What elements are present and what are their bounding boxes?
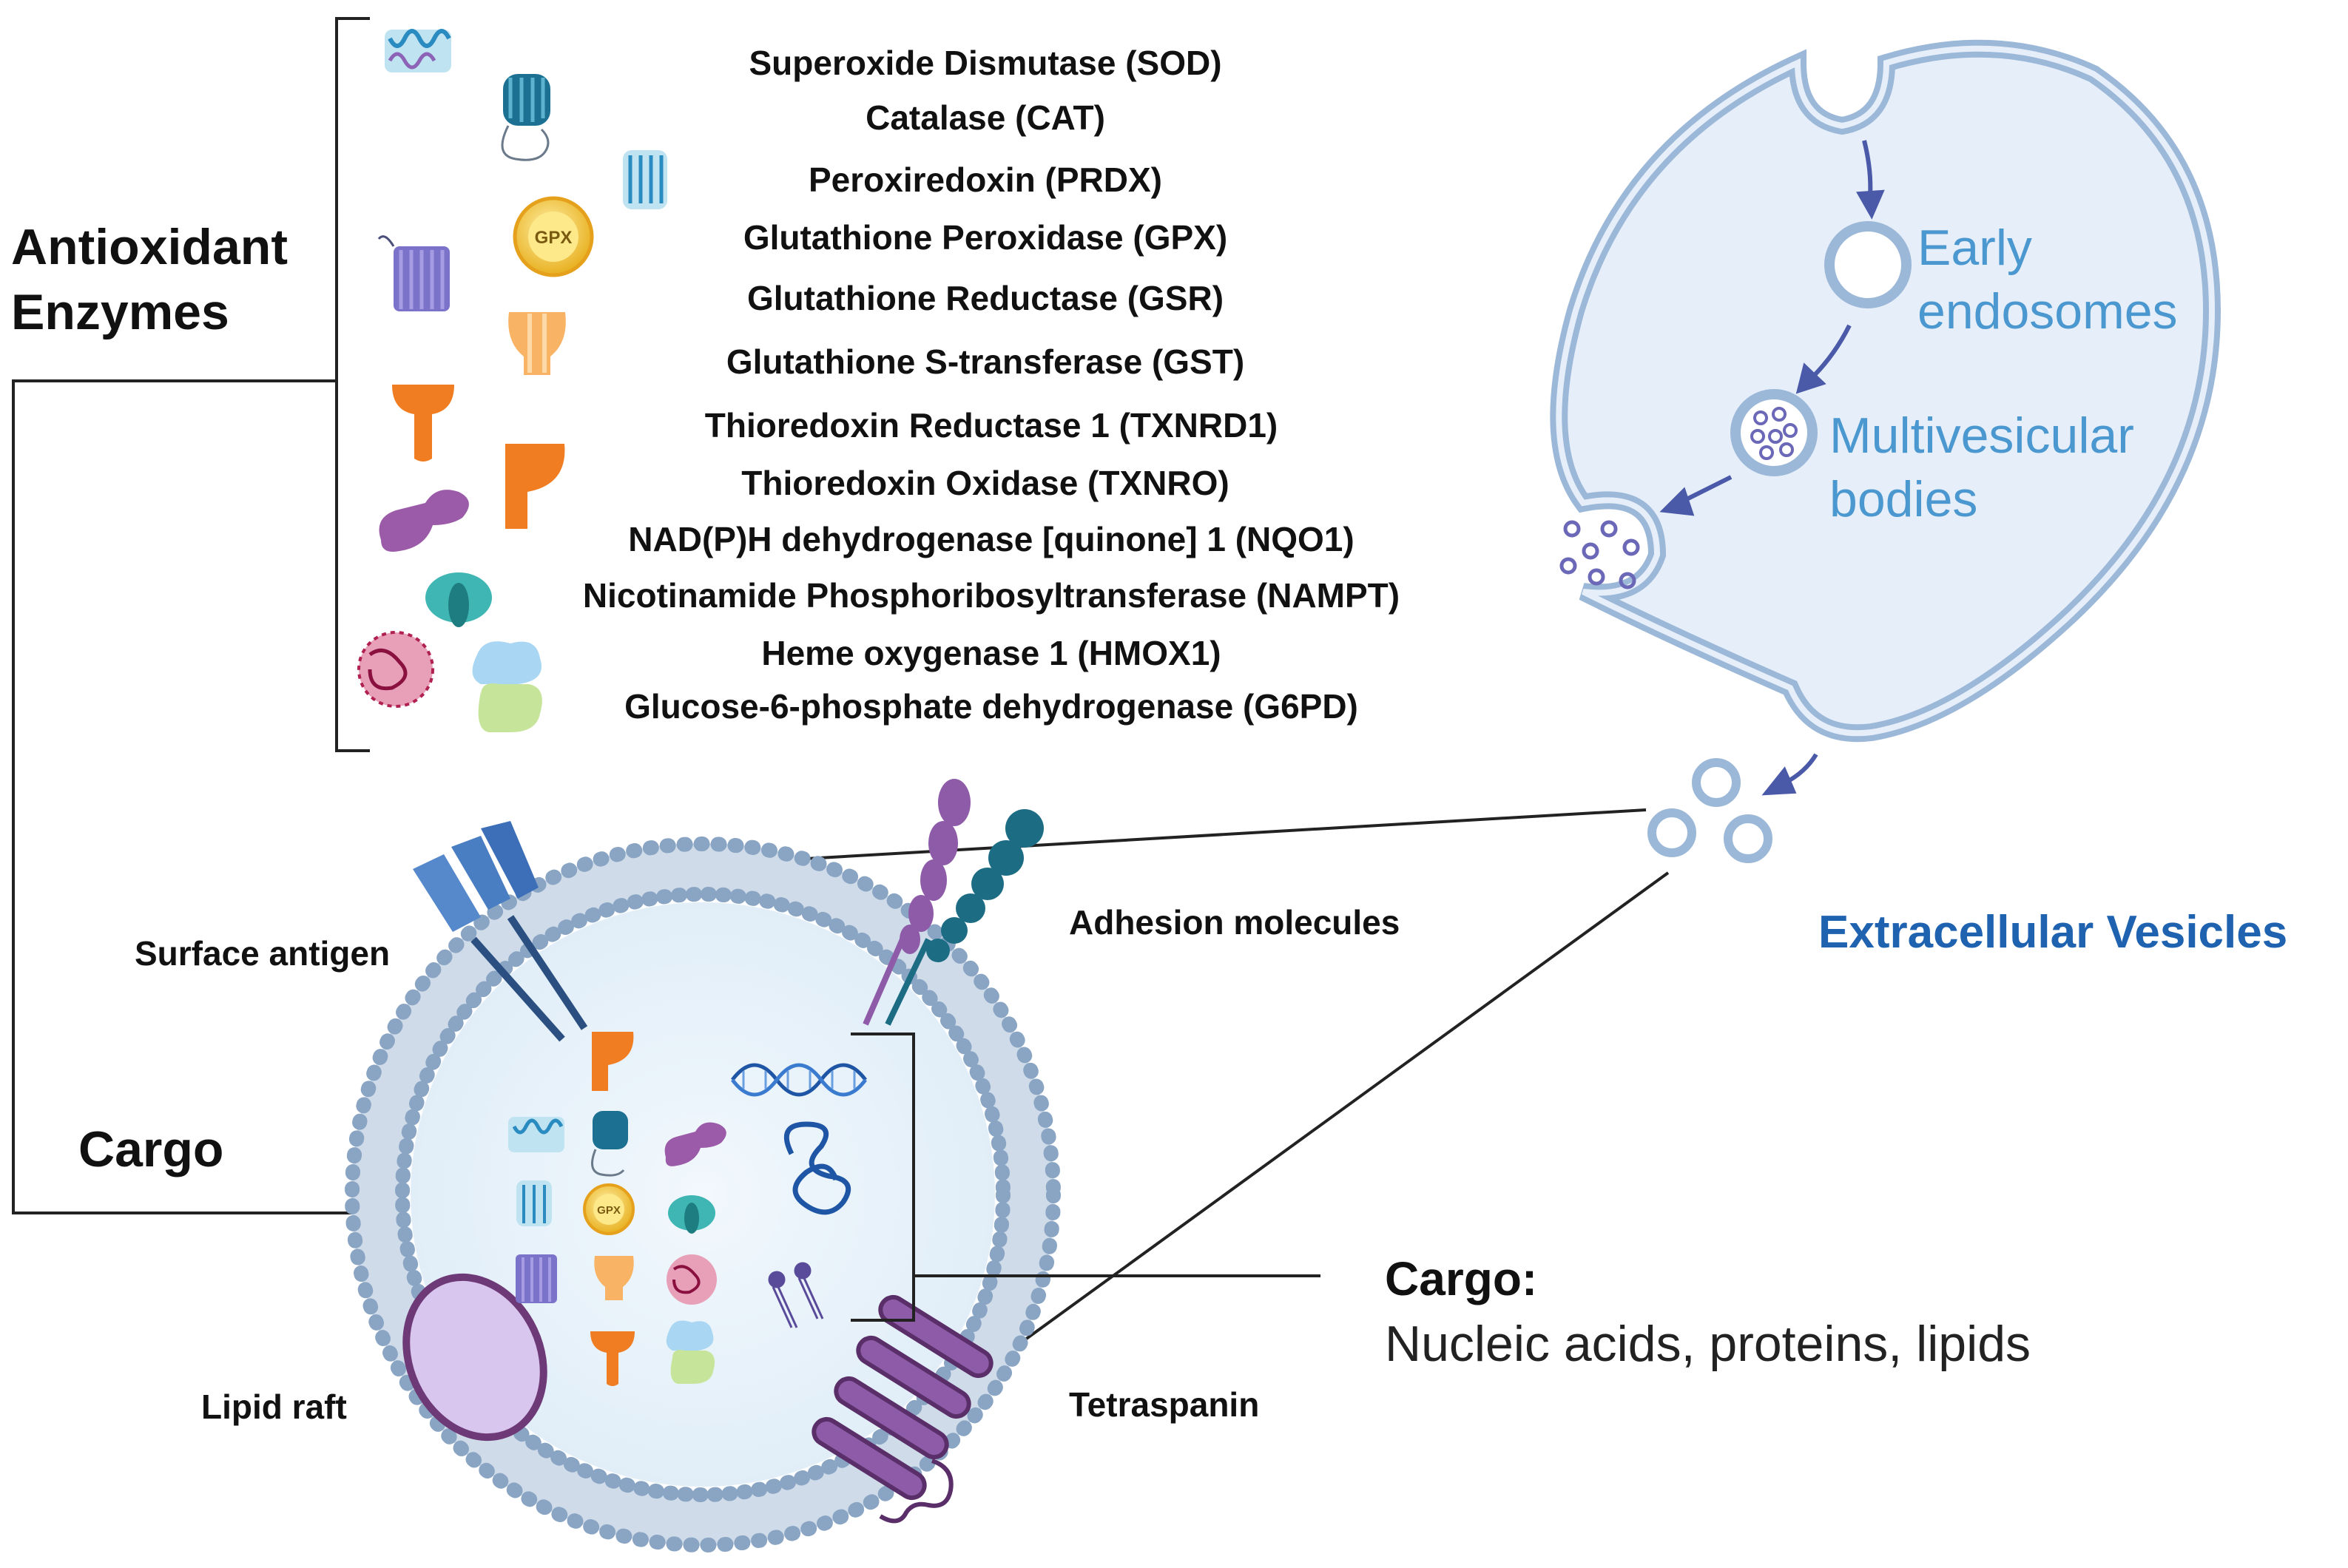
cargo-g6pd-icon — [666, 1320, 715, 1384]
lipid-raft-shape — [402, 1273, 547, 1442]
txnro-icon — [505, 444, 565, 529]
cargo-sod-icon — [508, 1117, 564, 1152]
early-endosomes-label: Early endosomes — [1917, 216, 2178, 343]
vesicle-cargo-icons: GPX — [508, 1032, 867, 1386]
cargo-dna-icon — [731, 1063, 867, 1097]
enzyme-label-gsr: Glutathione Reductase (GSR) — [746, 279, 1224, 317]
multivesicular-bodies-label: Multivesicular bodies — [1829, 404, 2134, 531]
tetraspanin-shape — [812, 1294, 993, 1524]
enzyme-label-txnro: Thioredoxin Oxidase (TXNRO) — [741, 464, 1229, 502]
multivesicular-bodies-line-2: bodies — [1829, 471, 1978, 527]
enzyme-label-hmox1: Heme oxygenase 1 (HMOX1) — [761, 634, 1221, 672]
released-exosomes-small — [1559, 520, 1640, 589]
cargo-note-text: Nucleic acids, proteins, lipids — [1385, 1316, 2031, 1372]
enzyme-bracket — [12, 17, 377, 1214]
early-endosomes-line-1: Early — [1917, 220, 2032, 276]
enzyme-label-sod: Superoxide Dismutase (SOD) — [749, 44, 1222, 82]
enzyme-label-gpx: Glutathione Peroxidase (GPX) — [743, 218, 1228, 257]
antioxidant-enzymes-heading: Antioxidant Enzymes — [11, 214, 288, 345]
cargo-gst-icon — [594, 1256, 634, 1300]
pathway-arrows — [1659, 140, 1885, 796]
vesicle-lipid-bilayer — [351, 843, 1054, 1546]
cargo-nqo1-icon — [664, 1122, 726, 1166]
enzyme-label-nqo1: NAD(P)H dehydrogenase [quinone] 1 (NQO1) — [628, 520, 1355, 558]
adhesion-molecules-label: Adhesion molecules — [1069, 903, 1400, 942]
gpx-icon-label: GPX — [535, 228, 573, 248]
nampt-icon — [425, 572, 492, 627]
catalase-icon — [501, 74, 550, 161]
extracellular-vesicles-title: Extracellular Vesicles — [1818, 907, 2288, 958]
cargo-nampt-icon — [668, 1195, 715, 1234]
early-endosome — [1824, 221, 1912, 308]
antioxidant-heading-line-2: Enzymes — [11, 284, 229, 340]
enzyme-label-cat: Catalase (CAT) — [866, 98, 1105, 137]
extracellular-vesicles-trio — [1647, 758, 1772, 863]
cargo-protein-coil-icon — [783, 1121, 851, 1215]
cargo-gpx-icon: GPX — [583, 1183, 635, 1235]
gst-icon — [508, 312, 566, 375]
multivesicular-bodies-line-1: Multivesicular — [1829, 408, 2134, 464]
cargo-hmox1-icon — [667, 1254, 717, 1305]
cargo-lipid-icon — [768, 1262, 824, 1328]
cargo-note-title: Cargo: — [1385, 1252, 1538, 1305]
enzyme-label-prdx: Peroxiredoxin (PRDX) — [809, 160, 1162, 199]
cargo-txnrd1-icon — [590, 1331, 635, 1386]
cargo-bracket — [851, 1033, 1320, 1322]
nqo1-icon — [379, 490, 469, 552]
cargo-heading: Cargo — [78, 1121, 224, 1177]
cargo-gpx-label: GPX — [597, 1204, 621, 1217]
cargo-txnro-icon — [592, 1032, 634, 1091]
surface-antigen-shape — [413, 821, 588, 1042]
extracellular-vesicle-zoom — [345, 837, 1061, 1552]
lipid-raft-label: Lipid raft — [201, 1388, 347, 1426]
multivesicular-body — [1730, 389, 1818, 476]
antioxidant-heading-line-1: Antioxidant — [11, 219, 288, 275]
tetraspanin-label: Tetraspanin — [1069, 1385, 1260, 1424]
surface-antigen-label: Surface antigen — [135, 934, 391, 973]
cargo-peroxiredoxin-icon — [516, 1180, 552, 1226]
parent-cell — [1550, 39, 2222, 743]
glutathione-reductase-icon — [377, 235, 450, 311]
g6pd-icon — [472, 641, 542, 732]
early-endosomes-line-2: endosomes — [1917, 283, 2178, 339]
adhesion-molecule-shape — [863, 779, 1044, 1026]
enzyme-label-g6pd: Glucose-6-phosphate dehydrogenase (G6PD) — [624, 687, 1358, 726]
sod-icon — [385, 29, 451, 72]
enzyme-label-nampt: Nicotinamide Phosphoribosyltransferase (… — [582, 576, 1400, 615]
cargo-catalase-icon — [591, 1111, 628, 1177]
enzyme-label-gst: Glutathione S-transferase (GST) — [726, 342, 1245, 381]
vesicle-lumen — [411, 902, 995, 1487]
gpx-icon: GPX — [513, 196, 594, 277]
cargo-glutathione-reductase-icon — [516, 1254, 557, 1303]
enzyme-label-txnrd1: Thioredoxin Reductase 1 (TXNRD1) — [704, 406, 1278, 445]
peroxiredoxin-icon — [623, 150, 667, 209]
hmox1-icon — [357, 631, 434, 708]
txnrd1-icon — [392, 385, 454, 462]
